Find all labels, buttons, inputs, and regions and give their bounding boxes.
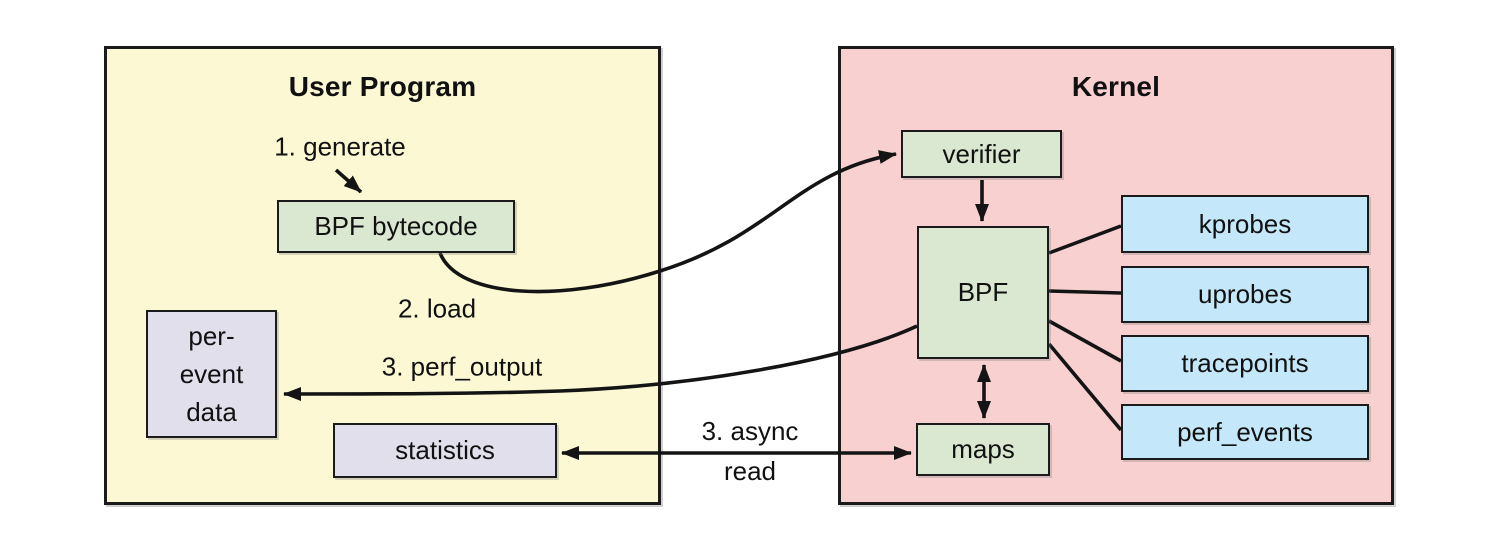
tracepoints-label: tracepoints (1181, 348, 1309, 378)
bpf-bytecode-label: BPF bytecode (314, 211, 478, 241)
label-generate: 1. generate (274, 131, 406, 162)
tracepoints-node: tracepoints (1121, 335, 1369, 392)
perf-events-node: perf_events (1121, 404, 1369, 460)
verifier-node: verifier (901, 130, 1062, 178)
statistics-node: statistics (333, 423, 557, 478)
kprobes-node: kprobes (1121, 195, 1369, 253)
per-event-data-node: per- event data (146, 310, 277, 438)
label-async-read-line2: read (723, 456, 777, 486)
uprobes-node: uprobes (1121, 266, 1369, 323)
per-event-data-line2: event (179, 359, 244, 389)
kernel-title: Kernel (1071, 71, 1161, 102)
label-perf-output: 3. perf_output (381, 351, 543, 382)
kprobes-label: kprobes (1198, 208, 1292, 239)
bpf-bytecode-node: BPF bytecode (277, 200, 515, 253)
user-program-title: User Program (288, 71, 477, 102)
statistics-label: statistics (395, 435, 495, 465)
per-event-data-line3: data (186, 397, 237, 427)
maps-node: maps (916, 423, 1050, 476)
uprobes-label: uprobes (1198, 279, 1292, 309)
label-load: 2. load (397, 293, 477, 324)
bpf-node: BPF (917, 226, 1049, 359)
maps-label: maps (951, 434, 1015, 464)
per-event-data-line1: per- (188, 321, 235, 351)
bpf-label: BPF (957, 277, 1009, 307)
label-async-read-line1: 3. async (701, 416, 799, 446)
label-async-read: 3. async read (702, 411, 799, 491)
perf-events-label: perf_events (1177, 416, 1313, 447)
verifier-label: verifier (942, 138, 1021, 169)
